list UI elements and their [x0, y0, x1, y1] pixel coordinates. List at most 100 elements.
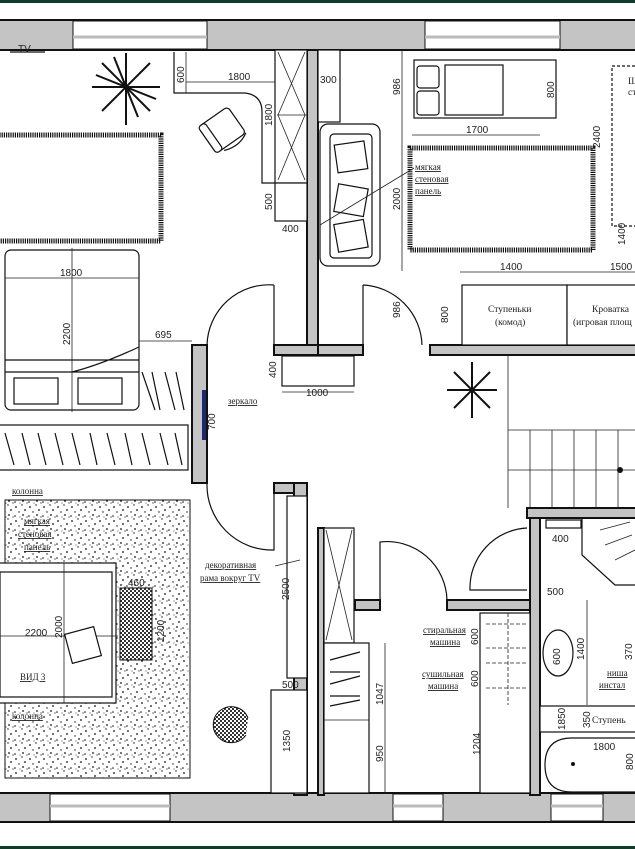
dim-1350: 1350	[282, 729, 293, 752]
wardrobe	[0, 424, 189, 471]
svg-text:рама вокруг TV: рама вокруг TV	[200, 573, 261, 583]
dim-400: 400	[552, 534, 569, 545]
dim-2400: 2400	[592, 125, 603, 148]
dim-1000: 1000	[306, 388, 329, 399]
dim-bed-width: 1800	[60, 268, 83, 279]
dim-600a: 600	[470, 628, 481, 645]
dim-1047: 1047	[375, 682, 386, 705]
svg-text:мягкая: мягкая	[415, 162, 441, 172]
washer-label: стиральная машина	[423, 625, 466, 647]
dryer-label: сушильная машина	[422, 669, 464, 691]
soft-wall-frame	[407, 145, 596, 253]
soft-panel-label: мягкая стеновая панель	[319, 162, 449, 226]
dim-695: 695	[155, 330, 172, 341]
dim-1850: 1850	[557, 707, 568, 730]
svg-text:машина: машина	[430, 637, 460, 647]
steps-dresser	[461, 284, 568, 346]
step-label: Ступень	[592, 716, 626, 726]
dim-986-top: 986	[392, 78, 403, 95]
soft-panel-label: мягкая стеновая панель	[18, 516, 52, 552]
svg-text:панель: панель	[24, 542, 50, 552]
desk	[173, 52, 275, 184]
dim-1204: 1204	[472, 732, 483, 755]
dim-500: 500	[264, 193, 275, 210]
shower	[581, 518, 635, 586]
dim-500: 500	[282, 680, 299, 691]
nursery: 300 986 800 1700 2000 мягкая стеновая па…	[317, 49, 635, 346]
cabinet	[270, 689, 308, 794]
column-label-top: колонна	[12, 486, 43, 496]
svg-text:стеновая: стеновая	[18, 529, 52, 539]
bedroom: TV 600 1800 1800 500 400 1800	[0, 44, 355, 440]
svg-text:инстал: инстал	[599, 680, 626, 690]
dim-1400-v: 1400	[617, 222, 628, 245]
svg-text:машина: машина	[428, 681, 458, 691]
dim-2200: 2200	[25, 628, 48, 639]
dim-300: 300	[320, 75, 337, 86]
dim-370: 370	[624, 643, 635, 660]
cut-label-1: Ш	[628, 77, 635, 87]
sink	[542, 629, 574, 677]
svg-text:ниша: ниша	[607, 668, 628, 678]
dim-desk-side: 1800	[264, 103, 275, 126]
svg-text:декоративная: декоративная	[205, 560, 256, 570]
tv-label: TV	[18, 44, 31, 55]
cut-label-2: ст	[628, 88, 635, 98]
dim-desk-length: 1800	[228, 72, 251, 83]
round-chair	[212, 706, 249, 744]
dim-1200: 1200	[156, 619, 167, 642]
living-room: колонна мягкая стеновая панель 2200 2000…	[0, 424, 308, 794]
niche-label: ниша инстал	[599, 668, 628, 690]
dim-1800: 1800	[593, 742, 616, 753]
dim-800: 800	[440, 306, 451, 323]
dim-800-bed: 800	[546, 81, 557, 98]
wardrobe	[274, 49, 308, 184]
dim-2000: 2000	[54, 615, 65, 638]
tv-frame	[286, 495, 308, 679]
tv-frame-label: декоративная рама вокруг TV	[200, 559, 301, 583]
dim-400-hall: 400	[268, 361, 279, 378]
svg-text:стиральная: стиральная	[423, 625, 466, 635]
crib	[566, 284, 635, 346]
dim-350: 350	[582, 711, 593, 728]
steps-label-sub: (комод)	[495, 317, 525, 328]
plant-icon	[92, 53, 160, 125]
dim-460: 460	[128, 578, 145, 589]
plant-icon	[447, 362, 497, 418]
dim-700: 700	[207, 413, 218, 430]
bathroom-door	[469, 527, 528, 591]
dim-986-bottom: 986	[392, 301, 403, 318]
dim-500: 500	[547, 587, 564, 598]
bedroom-door	[206, 284, 275, 346]
bathroom: 400 500 600 1400 370 ниша инстал 1850 35…	[469, 518, 635, 793]
soft-wall-frame	[0, 132, 164, 244]
svg-text:панель: панель	[415, 186, 441, 196]
dim-1400: 1400	[500, 262, 523, 273]
ottoman	[119, 587, 153, 661]
view-label: ВИД 3	[20, 672, 46, 682]
laundry-cabinet	[479, 612, 531, 794]
crib-label-sub: (игровая площ	[573, 317, 633, 328]
dim-1500: 1500	[610, 262, 633, 273]
dim-2500: 2500	[281, 577, 292, 600]
dim-bed-length: 2200	[62, 322, 73, 345]
column-label-bottom: колонна	[12, 711, 43, 721]
armchair-icon	[198, 107, 247, 153]
dim-2000: 2000	[392, 187, 403, 210]
mirror-label: зеркало	[228, 396, 258, 406]
dim-800: 800	[625, 753, 635, 770]
windows	[49, 20, 604, 822]
laundry-area: 1047 950 стиральная машина сушильная маш…	[323, 527, 531, 794]
dim-desk-depth: 600	[176, 66, 187, 83]
dim-400: 400	[282, 224, 299, 235]
step	[539, 705, 635, 733]
dim-600b: 600	[470, 670, 481, 687]
steps-label: Ступеньки	[488, 305, 531, 315]
bottom-border	[0, 846, 635, 849]
bathtub	[544, 737, 635, 793]
laundry-door	[379, 540, 448, 610]
svg-text:сушильная: сушильная	[422, 669, 464, 679]
crib-label: Кроватка	[592, 305, 630, 315]
nursery-door	[362, 284, 423, 346]
